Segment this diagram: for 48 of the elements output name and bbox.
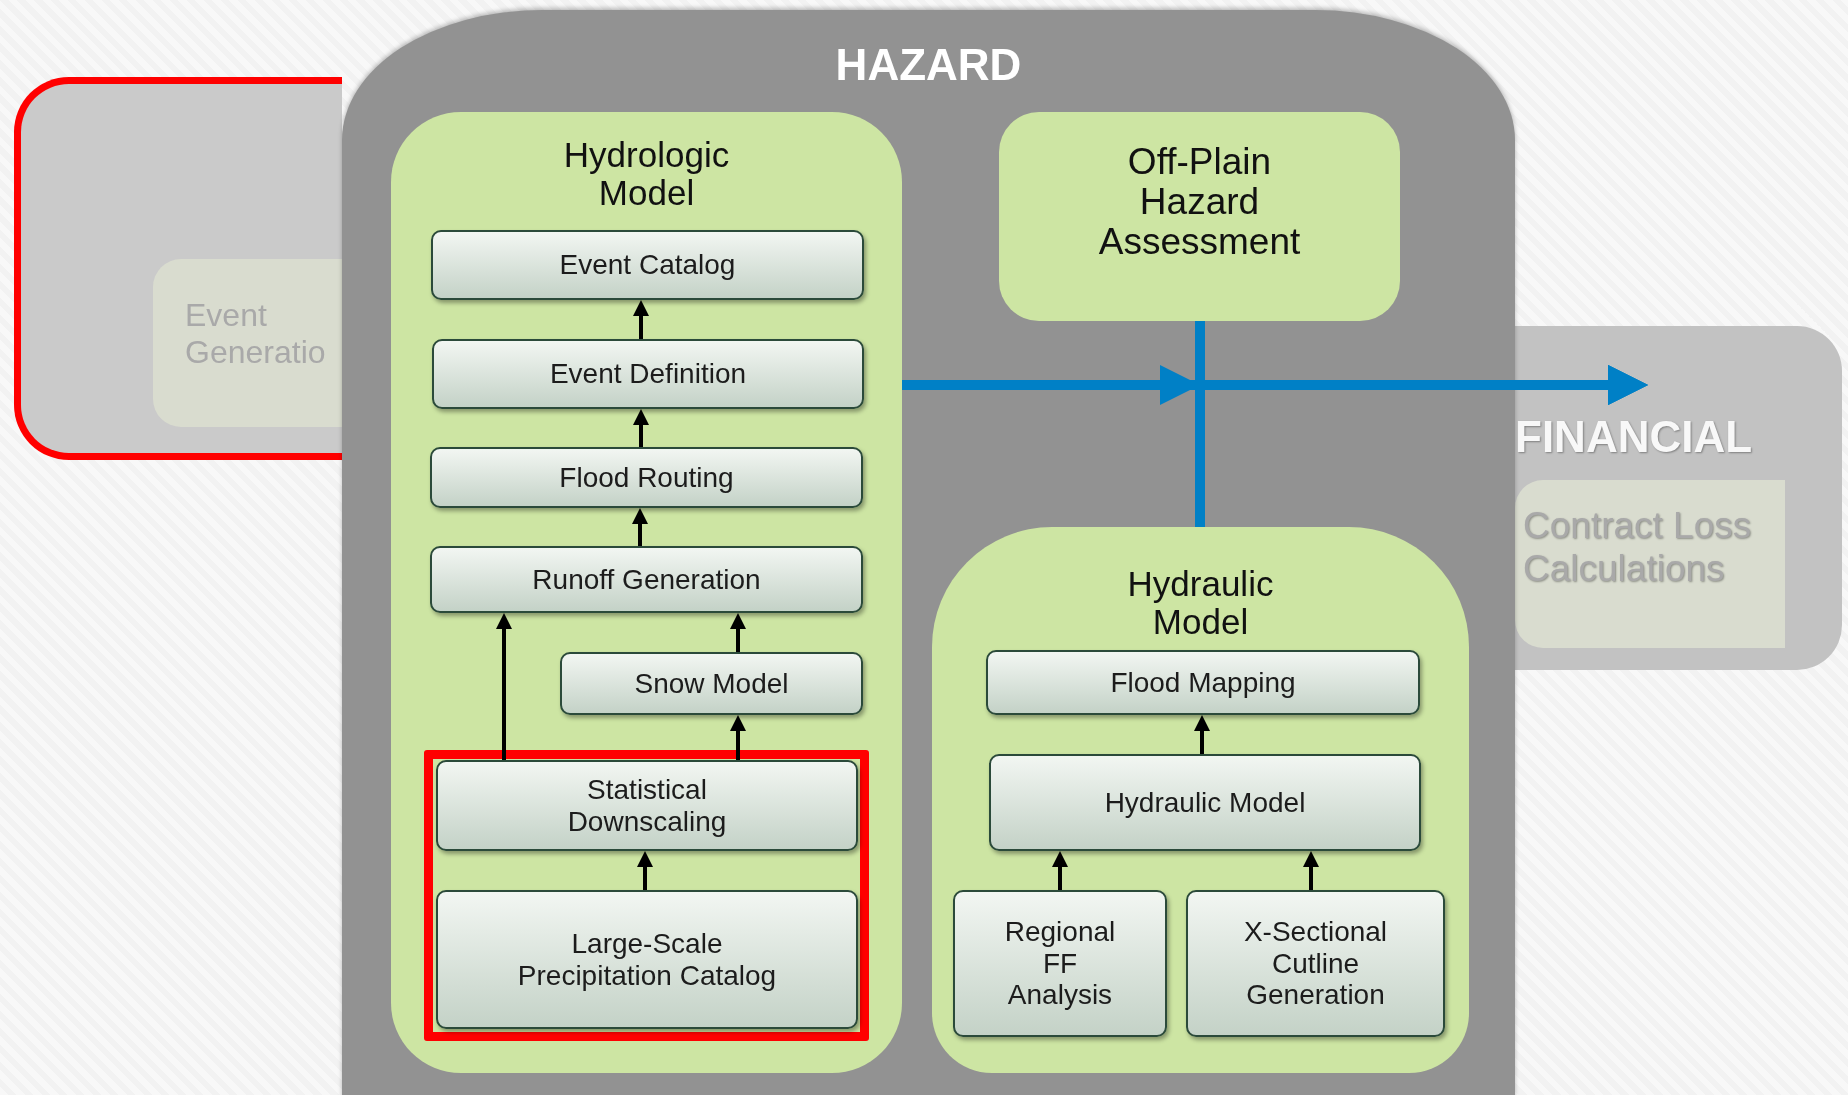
panel-title: FINANCIAL [1515, 412, 1753, 462]
process-box [436, 890, 858, 1029]
arrow [633, 300, 649, 339]
arrow [1194, 715, 1210, 754]
stage-panel [14, 77, 342, 460]
box-label: Statistical Downscaling [566, 774, 728, 837]
box-label: Event Definition [549, 358, 747, 390]
arrow [730, 715, 746, 760]
arrow [496, 613, 512, 760]
model-container [391, 112, 902, 1073]
process-box [436, 760, 858, 851]
process-box [430, 546, 863, 613]
arrow [632, 508, 648, 546]
stage-panel [1515, 326, 1842, 670]
box-label: Runoff Generation [532, 563, 761, 596]
model-container [999, 112, 1400, 321]
box-label: X-Sectional Cutline Generation [1242, 916, 1389, 1011]
process-box [1186, 890, 1445, 1037]
process-box [432, 339, 864, 409]
process-box [431, 230, 864, 300]
model-container [932, 527, 1469, 1073]
box-label: Snow Model [634, 667, 789, 700]
process-box [953, 890, 1167, 1037]
box-label: Contract Loss Calculations [1523, 505, 1753, 591]
hazard-panel [342, 10, 1515, 1095]
highlight-frame [424, 750, 869, 1041]
arrow [1195, 365, 1648, 527]
process-box [430, 447, 863, 508]
container-title: Hydrologic Model [562, 136, 731, 212]
arrow [637, 851, 653, 890]
box-label: Flood Mapping [1110, 666, 1296, 699]
arrow [1052, 851, 1068, 890]
container-title: Hydraulic Model [1126, 565, 1275, 641]
arrow [1303, 851, 1319, 890]
container-title: Off-Plain Hazard Assessment [1097, 142, 1302, 262]
box-label: Large-Scale Precipitation Catalog [517, 928, 777, 991]
process-box [560, 652, 863, 715]
box-label: Hydraulic Model [1104, 786, 1306, 819]
stage-box [1515, 480, 1785, 648]
panel-title: HAZARD [835, 40, 1022, 90]
box-label: Flood Routing [559, 461, 734, 494]
stage-box [153, 259, 342, 427]
box-label: Event Catalog [559, 249, 736, 281]
arrow [730, 613, 746, 652]
arrow [633, 409, 649, 447]
process-box [986, 650, 1420, 715]
box-label: Regional FF Analysis [1003, 916, 1117, 1011]
process-box [989, 754, 1421, 851]
